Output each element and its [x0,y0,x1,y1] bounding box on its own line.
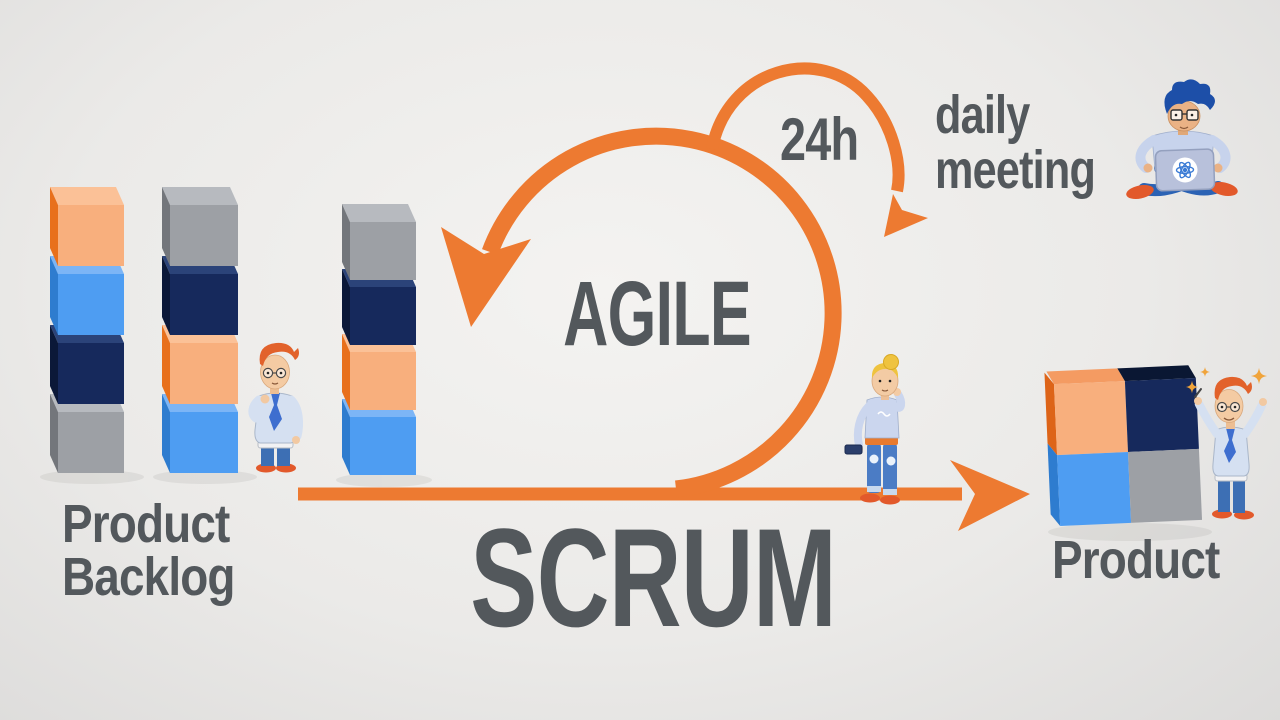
product-backlog-line2: Backlog [62,547,235,607]
backlog-stacks [50,187,416,475]
product-top-face [1046,368,1125,385]
cube-front-face [170,274,238,335]
sparkle-icon [1200,367,1210,377]
cycle-24h-label: 24h [780,106,859,173]
cube-top-face [342,204,416,222]
product-top-face [1117,365,1196,382]
cube-left-face [50,256,58,335]
product-front-face [1053,381,1128,456]
shadows [40,470,1212,541]
blue-curly-hair [1164,79,1215,114]
cube-left-face [342,334,350,410]
product-left-face [1047,443,1061,527]
cube-top-face [162,187,238,205]
cube-front-face [350,287,416,345]
character-developer-on-laptop [1126,79,1238,199]
flow-arrowhead [950,460,1030,531]
cube-front-face [350,222,416,280]
cube-front-face [58,343,124,404]
cube-front-face [170,412,238,473]
cube-left-face [50,187,58,266]
character-thinking-man [248,342,304,473]
character-celebrating-man [1194,376,1267,520]
cube-left-face [50,394,58,473]
product-backlog-label: Product Backlog [62,494,265,607]
agile-label: AGILE [563,263,751,365]
phone-icon [844,444,863,455]
cube-front-face [350,417,416,475]
cube-left-face [162,187,170,266]
cube-left-face [162,325,170,404]
daily-meeting-line1: daily [935,85,1030,145]
product-left-face [1044,372,1058,456]
product-backlog-line1: Product [62,494,230,554]
product-front-face [1124,377,1199,452]
backlog-stack-3 [342,204,416,475]
cube-left-face [342,204,350,280]
product-label: Product [1052,530,1220,590]
cube-front-face [170,343,238,404]
cube-front-face [58,205,124,266]
hair-bun [883,354,899,370]
cube-front-face [58,412,124,473]
cube-front-face [350,352,416,410]
sparkle-icon [1250,367,1268,385]
product-front-face [1128,448,1203,523]
backlog-stack-1 [50,187,124,473]
daily-loop-arrow [706,62,928,237]
sparkles [1185,367,1268,394]
flow-arrow [298,460,1030,531]
atom-icon [1175,161,1195,179]
cube-left-face [162,256,170,335]
cube-top-face [50,187,124,205]
daily-meeting-line2: meeting [935,140,1096,200]
cube-left-face [50,325,58,404]
cube-front-face [170,205,238,266]
sparkle-icon [1185,380,1199,394]
daily-loop-arrowhead [884,194,928,237]
sprint-loop-arrowhead [441,227,531,327]
cube-left-face [342,269,350,345]
cube-front-face [58,274,124,335]
scrum-title: SCRUM [470,499,837,656]
product-cube-grid [1044,365,1203,527]
backlog-stack-2 [162,187,238,473]
daily-meeting-label: daily meeting [935,88,1135,198]
product-front-face [1057,452,1132,527]
product-block [1044,365,1203,527]
character-woman-with-phone [844,354,906,505]
orange-hair [259,342,299,366]
cube-left-face [162,394,170,473]
cube-left-face [342,399,350,475]
orange-hair [1214,376,1252,400]
laptop [1154,148,1216,192]
sprint-loop-arrow [441,127,842,498]
